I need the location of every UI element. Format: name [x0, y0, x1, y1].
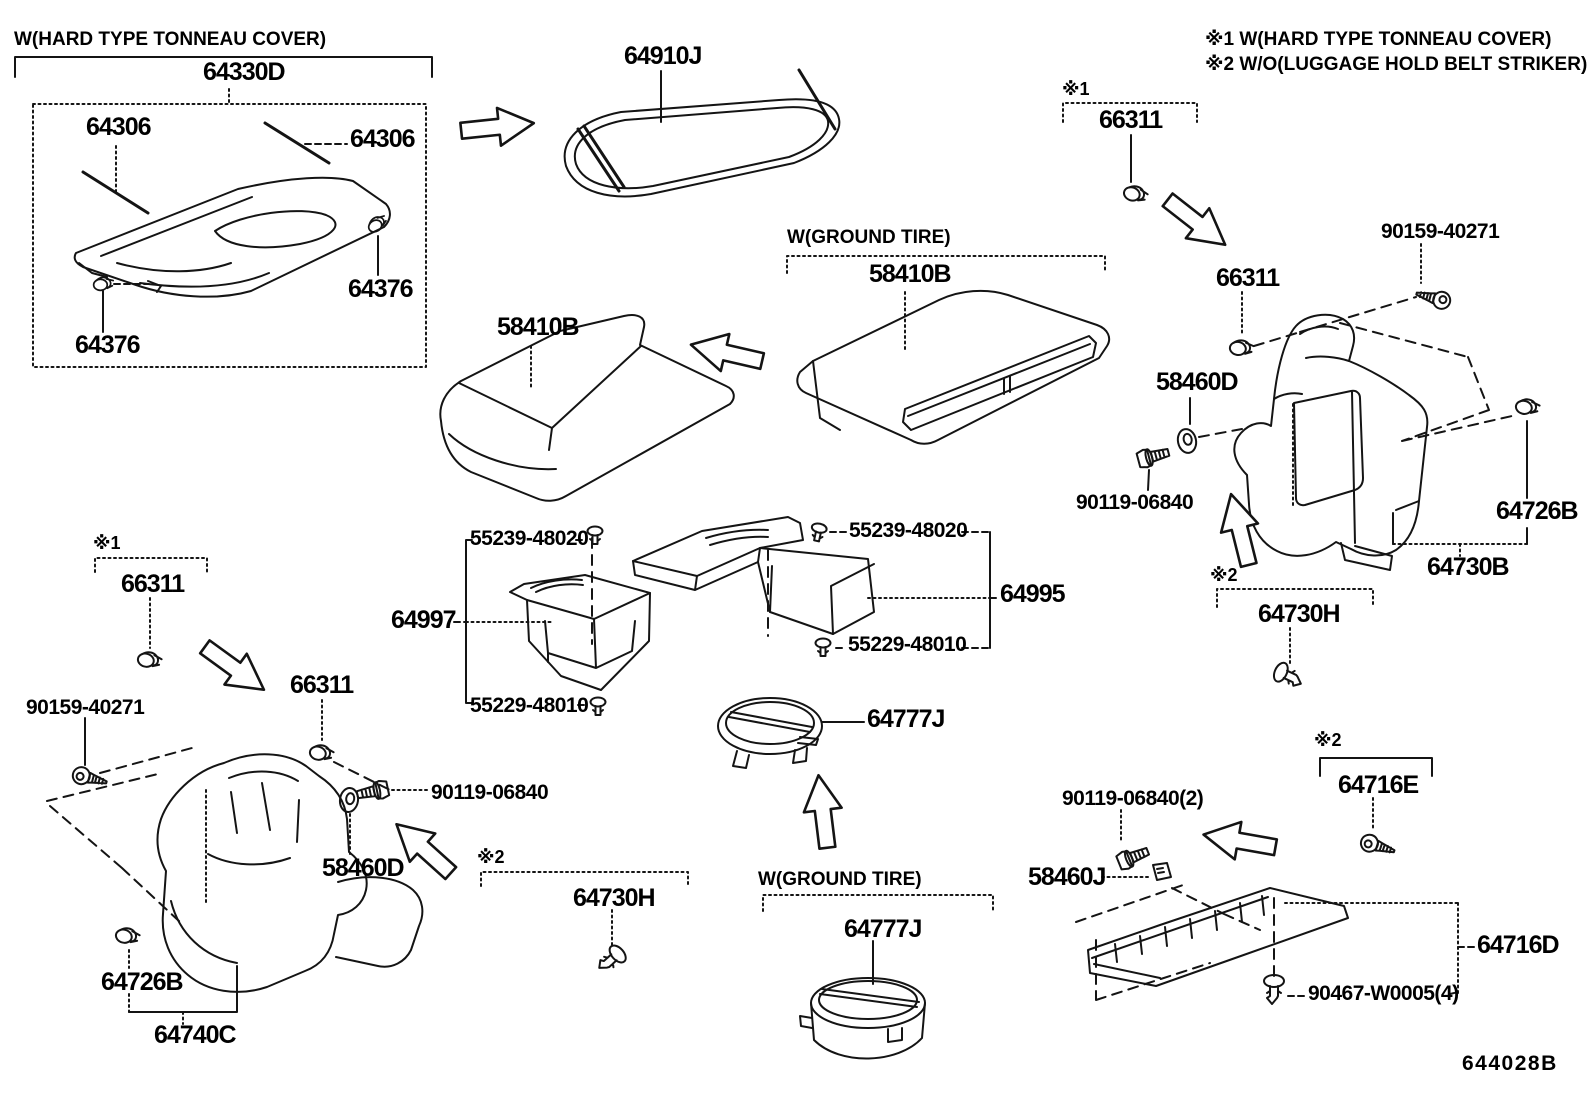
deck-board-ground-tire-drawing — [685, 255, 1111, 445]
label-64726B-right: 64726B — [1496, 497, 1579, 525]
ground-tire-header-bottom: W(GROUND TIRE) — [758, 869, 922, 890]
deck-board-standard-drawing — [439, 314, 735, 502]
ref2-right: ※2 — [1210, 565, 1238, 585]
quarter-trim-right-drawing — [1062, 102, 1542, 692]
label-66311-lm: 66311 — [290, 671, 354, 699]
label-66311-rt: 66311 — [1099, 106, 1163, 134]
label-58460D-right: 58460D — [1156, 368, 1239, 396]
label-66311-lt: 66311 — [121, 570, 185, 598]
label-64777J-round: 64777J — [844, 915, 922, 943]
label-90119-2: 90119-06840(2) — [1062, 787, 1204, 810]
label-55239-right: 55239-48020 — [849, 519, 968, 542]
label-64730H-center: 64730H — [573, 884, 656, 912]
ref1-right: ※1 — [1062, 79, 1090, 99]
label-90159-right: 90159-40271 — [1381, 220, 1500, 243]
diagram-code: 644028B — [1462, 1052, 1558, 1075]
label-55229-right: 55229-48010 — [848, 633, 967, 656]
label-64730B: 64730B — [1427, 553, 1510, 581]
label-64997: 64997 — [391, 606, 457, 634]
label-58410B-std: 58410B — [497, 313, 580, 341]
ground-tire-header-top: W(GROUND TIRE) — [787, 227, 951, 248]
tray-center-drawing — [717, 697, 865, 852]
label-64716D: 64716D — [1477, 931, 1560, 959]
label-64306-left: 64306 — [86, 113, 152, 141]
label-64306-right: 64306 — [350, 125, 416, 153]
label-64730H-right: 64730H — [1258, 600, 1341, 628]
label-58410B-gt: 58410B — [869, 260, 952, 288]
label-64330D: 64330D — [203, 58, 286, 86]
direction-arrow-up — [798, 771, 848, 852]
label-64376-left: 64376 — [75, 331, 141, 359]
ref2-sill: ※2 — [1314, 730, 1342, 750]
label-90119-right: 90119-06840 — [1076, 491, 1194, 514]
label-64910J: 64910J — [624, 42, 702, 70]
ref1-left: ※1 — [93, 533, 121, 553]
direction-arrow-down-right — [192, 630, 277, 707]
direction-arrow-left — [1198, 814, 1281, 868]
tonneau-header: W(HARD TYPE TONNEAU COVER) — [14, 29, 327, 50]
label-58460J: 58460J — [1028, 863, 1106, 891]
note-2: ※2 W/O(LUGGAGE HOLD BELT STRIKER) — [1205, 54, 1588, 75]
tonneau-cover-group-drawing — [14, 56, 433, 368]
rear-sill-drawing — [1075, 757, 1475, 1005]
deck-tray-left-drawing — [453, 525, 651, 716]
label-64777J-center: 64777J — [867, 705, 945, 733]
direction-arrow-up-left — [1211, 488, 1269, 571]
label-55239-left: 55239-48020 — [470, 527, 589, 550]
label-64995: 64995 — [1000, 580, 1066, 608]
ref2-center: ※2 — [477, 847, 505, 867]
quarter-trim-left-drawing — [46, 557, 689, 1025]
label-90119-left: 90119-06840 — [431, 781, 549, 804]
label-90159-left: 90159-40271 — [26, 696, 145, 719]
direction-arrow-down-right — [1154, 183, 1239, 262]
label-64376-right: 64376 — [348, 275, 414, 303]
tray-round-drawing — [762, 894, 994, 1060]
direction-arrow-right — [457, 102, 538, 151]
label-66311-rm: 66311 — [1216, 264, 1280, 292]
deck-tray-right-drawing — [632, 516, 999, 657]
direction-arrow-left — [685, 324, 768, 381]
label-58460D-left: 58460D — [322, 854, 405, 882]
label-64740C: 64740C — [154, 1021, 237, 1049]
label-64716E: 64716E — [1338, 771, 1419, 799]
note-1: ※1 W(HARD TYPE TONNEAU COVER) — [1205, 29, 1552, 50]
label-64726B-left: 64726B — [101, 968, 184, 996]
tonneau-cover-64910-drawing — [457, 68, 841, 198]
label-55229-left: 55229-48010 — [470, 694, 589, 717]
label-90467: 90467-W0005(4) — [1308, 982, 1459, 1005]
